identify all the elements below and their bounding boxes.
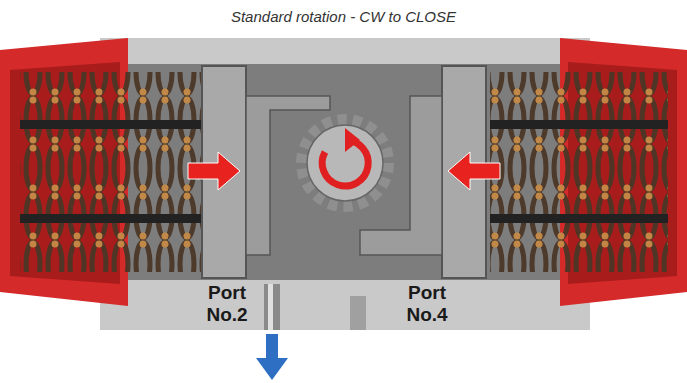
spring-rod bbox=[490, 120, 668, 129]
force-arrow bbox=[448, 152, 500, 190]
exhaust-arrowhead bbox=[256, 358, 288, 380]
spring-pack bbox=[20, 72, 202, 272]
diagram-title: Standard rotation - CW to CLOSE bbox=[0, 8, 687, 25]
force-arrow bbox=[188, 152, 240, 190]
spring-rod bbox=[490, 214, 668, 223]
pinion bbox=[307, 125, 383, 201]
spring-rod bbox=[20, 120, 202, 129]
port-label: Port No.2 bbox=[198, 282, 256, 326]
spring-pack bbox=[490, 72, 668, 272]
port-stem bbox=[350, 296, 366, 330]
port-label: Port No.4 bbox=[398, 282, 456, 326]
port-stem-highlight bbox=[268, 284, 273, 330]
port-stem bbox=[264, 284, 280, 330]
exhaust-arrow bbox=[266, 334, 278, 360]
spring-rod bbox=[20, 214, 202, 223]
rotation-arrowhead bbox=[345, 128, 360, 152]
pinion-teeth bbox=[302, 120, 388, 206]
